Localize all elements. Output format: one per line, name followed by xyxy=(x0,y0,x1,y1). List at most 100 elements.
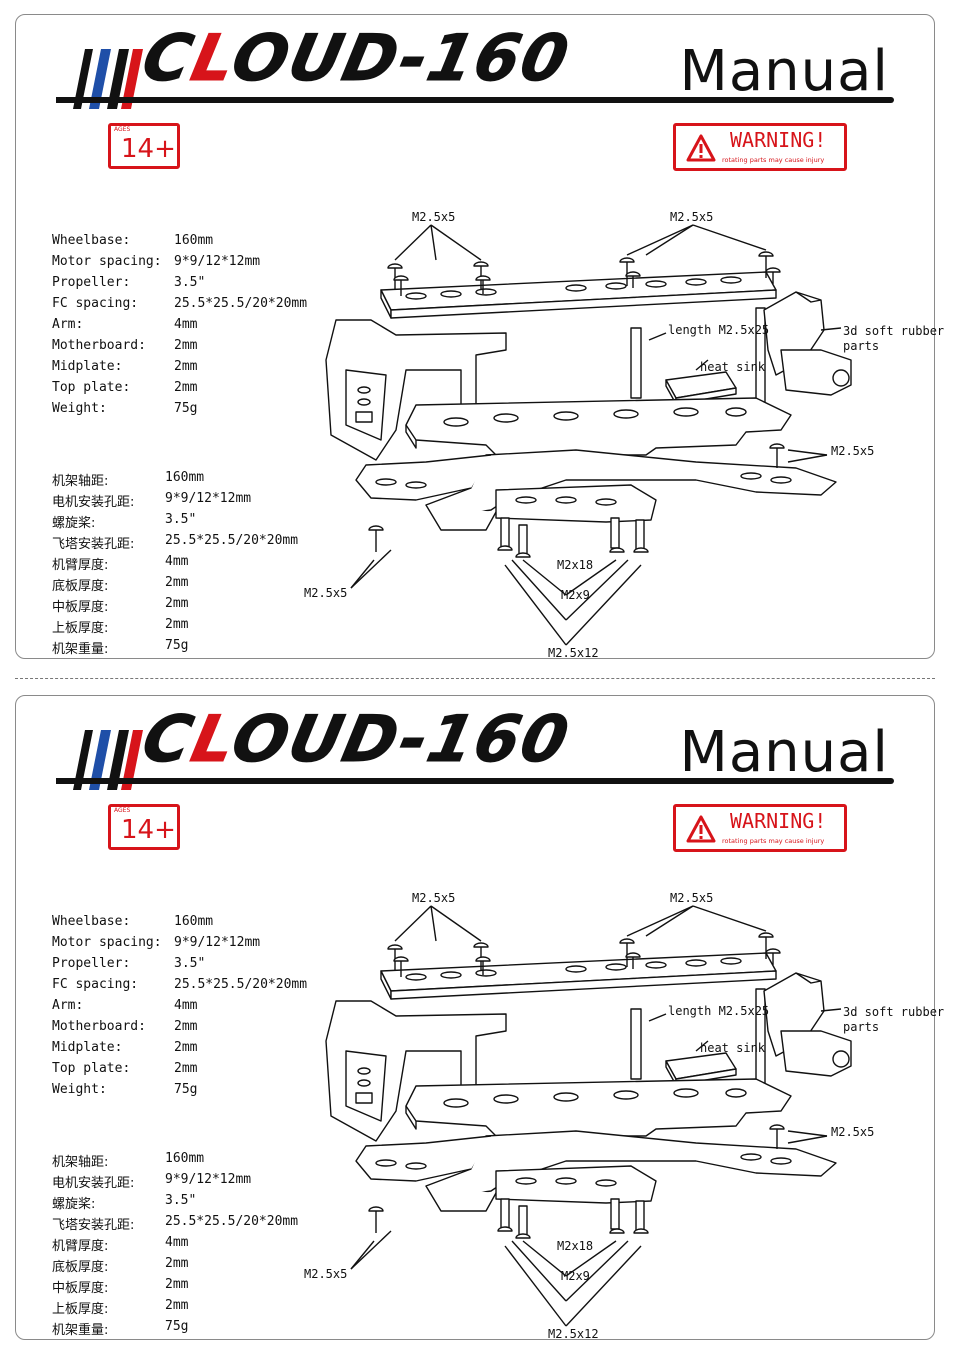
callout-standoff: length M2.5x25 xyxy=(668,323,770,337)
spec-key: 机臂厚度: xyxy=(52,1239,109,1254)
spec-key: 机架轴距: xyxy=(52,474,109,489)
brand-stripes-logo xyxy=(71,730,143,790)
spec-key: 底板厚度: xyxy=(52,579,109,594)
spec-key: 螺旋桨: xyxy=(52,516,96,531)
warning-title: WARNING! xyxy=(730,809,827,833)
age-badge: AGES 14+ xyxy=(108,804,180,850)
screw-group-top-right xyxy=(619,932,781,969)
callout-rubber-line2: parts xyxy=(843,1020,880,1034)
spec-key: Top plate: xyxy=(52,1061,131,1076)
header-rule xyxy=(56,97,894,103)
callout-screw-bottom-left: M2.5x5 xyxy=(304,1267,348,1281)
age-badge-value: 14+ xyxy=(121,815,176,845)
age-badge-tag: AGES xyxy=(114,126,131,133)
spec-value: 9*9/12*12mm xyxy=(165,491,252,506)
spec-key: Propeller: xyxy=(52,956,131,971)
spec-key: 底板厚度: xyxy=(52,1260,109,1275)
screw-group-top-right xyxy=(619,251,781,288)
spec-key: 机架轴距: xyxy=(52,1155,109,1170)
spec-value: 160mm xyxy=(174,233,214,248)
screw-group-top-left xyxy=(387,261,491,296)
spec-key: 机臂厚度: xyxy=(52,558,109,573)
spec-value: 9*9/12*12mm xyxy=(165,1172,252,1187)
spec-key: 上板厚度: xyxy=(52,1302,109,1317)
spec-value: 160mm xyxy=(174,914,214,929)
frame-exploded-diagram: M2.5x5 M2.5x5 length M2.5x25 heat sink 3… xyxy=(276,200,944,660)
spec-key: 中板厚度: xyxy=(52,600,109,615)
spec-value: 75g xyxy=(165,638,189,653)
manual-panel-top: CLOUD-160 Manual AGES 14+ WARNING! rotat… xyxy=(15,14,944,660)
warning-title: WARNING! xyxy=(730,128,827,152)
spec-value: 9*9/12*12mm xyxy=(174,254,261,269)
callout-rubber-line1: 3d soft rubber xyxy=(843,1005,945,1019)
warning-triangle-icon xyxy=(686,815,716,843)
callout-m25x12: M2.5x12 xyxy=(548,646,599,660)
spec-value: 2mm xyxy=(174,1019,198,1034)
spec-value: 4mm xyxy=(165,554,189,569)
spec-key: 机架重量: xyxy=(52,1323,109,1338)
screw-group-top-left xyxy=(387,942,491,977)
spec-key: Midplate: xyxy=(52,359,123,374)
spec-key: Arm: xyxy=(52,998,84,1013)
brand-title: CLOUD-160 xyxy=(136,22,577,97)
manual-heading: Manual xyxy=(679,39,889,104)
spec-key: 中板厚度: xyxy=(52,1281,109,1296)
brand-title: CLOUD-160 xyxy=(136,703,577,778)
spec-value: 2mm xyxy=(174,359,198,374)
spec-key: 螺旋桨: xyxy=(52,1197,96,1212)
callout-screw-bottom-left: M2.5x5 xyxy=(304,586,348,600)
callout-screw-top-right: M2.5x5 xyxy=(670,891,714,905)
spec-key: 电机安装孔距: xyxy=(52,495,135,510)
spec-key: Propeller: xyxy=(52,275,131,290)
spec-value: 2mm xyxy=(165,575,189,590)
spec-value: 4mm xyxy=(174,998,198,1013)
warning-subtitle: rotating parts may cause injury xyxy=(722,156,825,164)
spec-key: Wheelbase: xyxy=(52,233,131,248)
header-rule xyxy=(56,778,894,784)
callout-screw-top-right: M2.5x5 xyxy=(670,210,714,224)
spec-value: 25.5*25.5/20*20mm xyxy=(174,977,308,992)
spec-key: Midplate: xyxy=(52,1040,123,1055)
warning-subtitle: rotating parts may cause injury xyxy=(722,837,825,845)
frame-drawing xyxy=(325,224,852,646)
spec-value: 2mm xyxy=(165,1298,189,1313)
spec-value: 2mm xyxy=(174,380,198,395)
spec-key: FC spacing: xyxy=(52,296,139,311)
callout-m2x18: M2x18 xyxy=(557,1239,594,1253)
spec-value: 75g xyxy=(174,401,198,416)
spec-key: 上板厚度: xyxy=(52,621,109,636)
callout-standoff: length M2.5x25 xyxy=(668,1004,770,1018)
callout-heat-sink: heat sink xyxy=(700,1041,766,1055)
spec-key: Motor spacing: xyxy=(52,254,162,269)
callout-m2x9: M2x9 xyxy=(561,588,590,602)
frame-drawing xyxy=(325,905,852,1327)
spec-value: 160mm xyxy=(165,470,205,485)
warning-badge: WARNING! rotating parts may cause injury xyxy=(673,804,847,852)
spec-key: Arm: xyxy=(52,317,84,332)
brand-stripes-logo xyxy=(71,49,143,109)
frame-exploded-diagram: M2.5x5 M2.5x5 length M2.5x25 heat sink 3… xyxy=(276,881,944,1341)
spec-key: 机架重量: xyxy=(52,642,109,657)
manual-heading: Manual xyxy=(679,720,889,785)
spec-key: Weight: xyxy=(52,401,107,416)
spec-value: 2mm xyxy=(165,1256,189,1271)
spec-value: 2mm xyxy=(165,1277,189,1292)
callout-rubber-line1: 3d soft rubber xyxy=(843,324,945,338)
warning-badge: WARNING! rotating parts may cause injury xyxy=(673,123,847,171)
spec-value: 3.5" xyxy=(174,275,206,290)
callout-m2x18: M2x18 xyxy=(557,558,594,572)
spec-value: 3.5" xyxy=(165,512,197,527)
spec-key: Wheelbase: xyxy=(52,914,131,929)
callout-screw-top-left: M2.5x5 xyxy=(412,210,456,224)
warning-triangle-icon xyxy=(686,134,716,162)
cut-divider xyxy=(15,678,935,679)
age-badge: AGES 14+ xyxy=(108,123,180,169)
manual-panel-bottom: CLOUD-160 Manual AGES 14+ WARNING! rotat… xyxy=(15,695,944,1341)
callout-m2x9: M2x9 xyxy=(561,1269,590,1283)
callout-m25x12: M2.5x12 xyxy=(548,1327,599,1341)
spec-key: Motor spacing: xyxy=(52,935,162,950)
callout-heat-sink: heat sink xyxy=(700,360,766,374)
spec-value: 25.5*25.5/20*20mm xyxy=(165,533,299,548)
callout-rubber-line2: parts xyxy=(843,339,880,353)
spec-value: 2mm xyxy=(174,338,198,353)
